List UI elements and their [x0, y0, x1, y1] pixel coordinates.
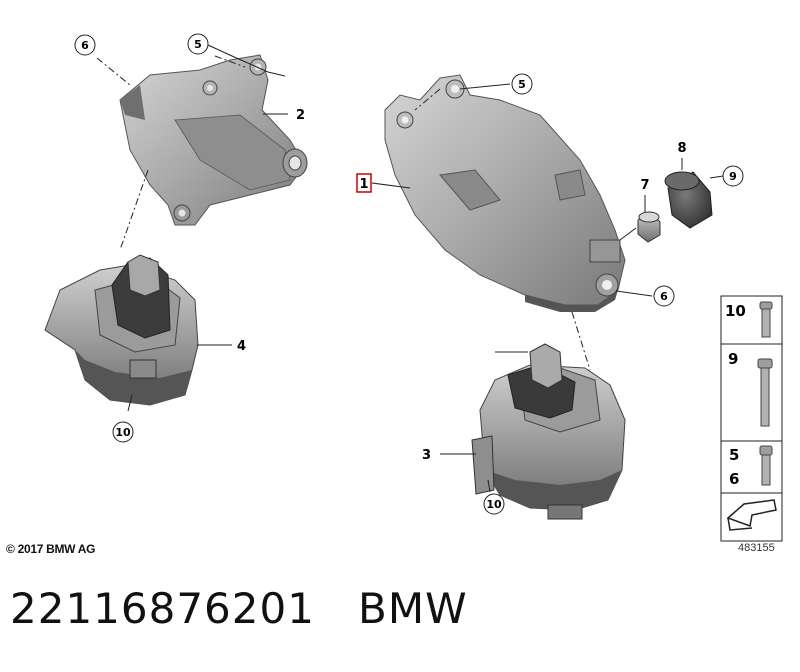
callout-7: 7 — [640, 178, 649, 193]
callout-10-right: 10 — [483, 493, 505, 515]
svg-text:4: 4 — [237, 339, 246, 354]
svg-text:6: 6 — [81, 39, 89, 52]
diagram-reference-number: 483155 — [738, 542, 775, 554]
engine-mount-part-4 — [44, 254, 199, 406]
legend-label-5: 5 — [729, 446, 739, 464]
svg-text:9: 9 — [729, 170, 737, 183]
sleeve-part-7 — [637, 211, 661, 243]
bushing-part-8 — [664, 171, 713, 229]
leader-lines — [127, 44, 724, 493]
callout-4: 4 — [237, 339, 246, 354]
svg-text:5: 5 — [518, 78, 526, 91]
callout-1-highlighted: 1 — [356, 173, 372, 193]
part-number: 22116876201 — [10, 584, 315, 633]
callout-6-top-left: 6 — [74, 34, 96, 56]
bracket-part-1 — [384, 74, 626, 312]
callout-10-left: 10 — [112, 421, 134, 443]
footer-caption: 22116876201 BMW — [10, 584, 468, 633]
copyright-notice: © 2017 BMW AG — [6, 542, 96, 556]
svg-text:7: 7 — [640, 178, 649, 193]
svg-text:3: 3 — [422, 448, 431, 463]
legend-label-9: 9 — [728, 350, 738, 368]
legend-label-6: 6 — [729, 470, 739, 488]
callout-6-right: 6 — [653, 285, 675, 307]
engine-mount-part-3 — [471, 343, 626, 520]
callout-5-top-left: 5 — [187, 33, 209, 55]
svg-text:2: 2 — [296, 108, 305, 123]
brand-name: BMW — [358, 584, 468, 633]
callout-3: 3 — [422, 448, 431, 463]
callout-5-right: 5 — [511, 73, 533, 95]
svg-text:10: 10 — [486, 498, 502, 511]
callout-9: 9 — [722, 165, 744, 187]
parts-diagram: 6 5 2 4 10 5 1 8 7 9 6 3 10 — [44, 33, 783, 542]
svg-text:1: 1 — [359, 177, 368, 192]
legend-label-10: 10 — [725, 302, 746, 320]
fastener-legend: 10 9 5 6 — [720, 295, 783, 542]
svg-text:5: 5 — [194, 38, 202, 51]
bracket-part-2 — [119, 54, 308, 226]
direction-arrow-icon — [726, 499, 777, 531]
svg-text:10: 10 — [115, 426, 131, 439]
assembly-lines — [96, 55, 591, 371]
bolt-5-6-icon — [759, 445, 773, 486]
bolt-9-icon — [757, 358, 773, 427]
svg-text:8: 8 — [677, 141, 686, 156]
bolt-10-icon — [759, 301, 773, 338]
callout-8: 8 — [677, 141, 686, 156]
svg-text:6: 6 — [660, 290, 668, 303]
callout-2: 2 — [296, 108, 305, 123]
